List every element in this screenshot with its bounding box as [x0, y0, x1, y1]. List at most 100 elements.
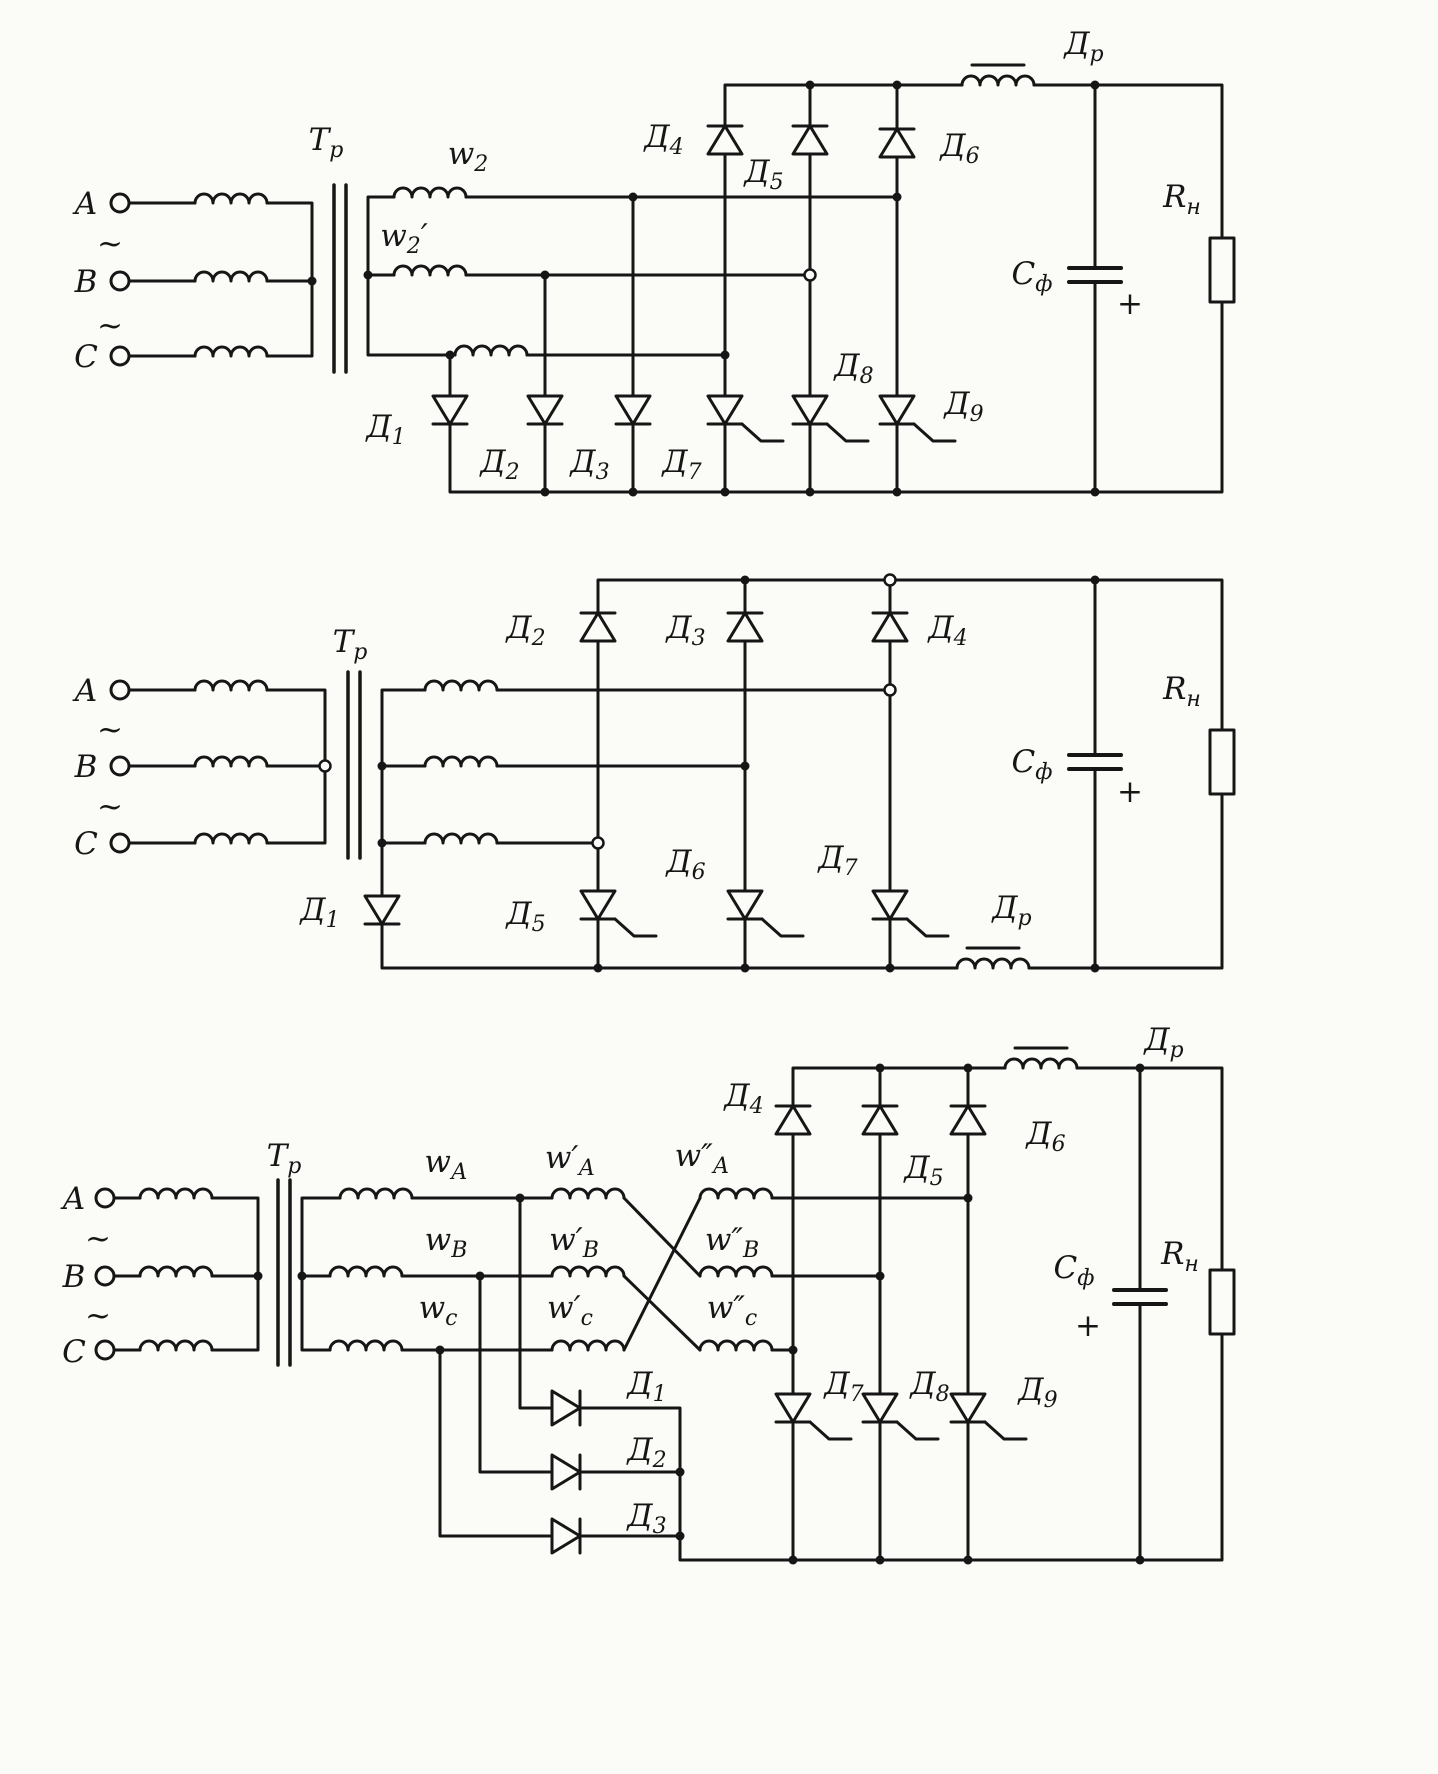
c1-terminal-a — [109, 192, 131, 214]
c2-thyristor-d6 — [726, 889, 805, 938]
c2-label-load: Rн — [1162, 671, 1201, 712]
c3-label-load: Rн — [1160, 1236, 1199, 1277]
c3-winding-wa-prime — [550, 1187, 626, 1200]
c2-terminal-c — [109, 832, 131, 854]
c2-label-phase-b: В — [74, 749, 98, 785]
c2-label-tilde-bc: ~ — [97, 789, 123, 825]
c1-label-w2-prime: w2′ — [380, 218, 428, 259]
c3-primary-coil-a — [138, 1187, 214, 1200]
c2-thyristor-d7 — [871, 889, 950, 938]
c3-diode-d6 — [949, 1104, 987, 1136]
c3-label-wa-prime: w′А — [545, 1140, 595, 1181]
c3-label-phase-c: С — [62, 1334, 86, 1370]
c1-terminal-b — [109, 270, 131, 292]
c2-primary-coil-c — [193, 832, 269, 845]
c3-winding-wa-doubleprime — [698, 1187, 774, 1200]
c2-label-tilde-ab: ~ — [97, 712, 123, 748]
c3-label-capacitor: Сф — [1054, 1250, 1095, 1291]
c3-label-transformer: Тр — [267, 1138, 302, 1179]
c3-wiring — [112, 1066, 1224, 1562]
circuit-2: Тр А В С ~ ~ Д2 Д3 Д4 Д1 Д5 Д6 Д7 Др Сф … — [72, 573, 1236, 973]
c3-label-phase-b: В — [62, 1259, 86, 1295]
c1-label-tilde-ab: ~ — [97, 226, 123, 262]
c2-secondary-coil-2 — [423, 755, 499, 768]
c3-filter-capacitor — [1112, 1288, 1168, 1306]
c3-label-wa: wА — [424, 1144, 467, 1185]
c3-thyristor-d9 — [949, 1392, 1028, 1441]
c2-secondary-coil-1 — [423, 679, 499, 692]
c1-primary-coil-c — [193, 345, 269, 358]
c2-choke — [955, 946, 1031, 970]
c2-label-plus: + — [1117, 774, 1143, 810]
c1-label-plus: + — [1117, 286, 1143, 322]
c1-label-d5: Д5 — [742, 154, 783, 195]
c1-label-d9: Д9 — [942, 386, 983, 427]
c3-diode-d2 — [550, 1453, 582, 1491]
c2-label-phase-a: А — [72, 673, 97, 709]
c1-label-d8: Д8 — [832, 348, 873, 389]
c3-diode-d1 — [550, 1389, 582, 1427]
c3-junction-dots — [253, 1063, 1145, 1565]
c1-label-phase-c: С — [74, 339, 98, 375]
c3-label-d4: Д4 — [722, 1078, 763, 1119]
c2-primary-coil-a — [193, 679, 269, 692]
c2-label-capacitor: Сф — [1012, 744, 1053, 785]
c1-open-nodes — [803, 268, 817, 282]
c2-open-nodes — [318, 573, 897, 850]
c3-primary-coil-b — [138, 1265, 214, 1278]
c3-primary-coil-c — [138, 1339, 214, 1352]
c1-junction-dots — [307, 80, 1100, 497]
c2-terminal-b — [109, 755, 131, 777]
c2-load-resistor — [1208, 728, 1236, 796]
c2-junction-dots — [377, 575, 1100, 973]
c3-transformer-core — [276, 1178, 292, 1367]
c2-diode-d1 — [363, 894, 401, 926]
c2-terminal-a — [109, 679, 131, 701]
c3-winding-wc-doubleprime — [698, 1339, 774, 1352]
c3-label-d6: Д6 — [1024, 1116, 1065, 1157]
c1-label-capacitor: Сф — [1012, 256, 1053, 297]
c2-diode-d2 — [579, 611, 617, 643]
c2-filter-capacitor — [1067, 753, 1123, 771]
c3-label-tilde-ab: ~ — [85, 1221, 111, 1257]
c3-label-d2: Д2 — [625, 1432, 666, 1473]
c1-label-tilde-bc: ~ — [97, 308, 123, 344]
c3-label-d7: Д7 — [822, 1366, 863, 1407]
c2-label-phase-c: С — [74, 826, 98, 862]
c3-winding-wa — [338, 1187, 414, 1200]
c1-load-resistor — [1208, 236, 1236, 304]
c3-label-d3: Д3 — [625, 1498, 666, 1539]
c1-label-load: Rн — [1162, 179, 1201, 220]
c3-terminal-a — [94, 1187, 116, 1209]
c3-winding-wb-prime — [550, 1265, 626, 1278]
c3-diode-d3 — [550, 1517, 582, 1555]
c1-label-d3: Д3 — [568, 444, 609, 485]
c2-diode-d3 — [726, 611, 764, 643]
c2-label-d2: Д2 — [504, 610, 545, 651]
c3-choke — [1003, 1046, 1079, 1070]
c2-primary-coil-b — [193, 755, 269, 768]
c1-thyristor-d7 — [706, 394, 785, 443]
circuit-3: Тр А В С ~ ~ wА w′А w″А wВ w′В w″В wс w′… — [60, 1022, 1236, 1565]
c1-label-d1: Д1 — [364, 409, 405, 450]
c1-filter-capacitor — [1067, 266, 1123, 284]
c2-secondary-coil-3 — [423, 832, 499, 845]
c1-diode-d2 — [526, 394, 564, 426]
c1-label-w2: w2 — [448, 136, 489, 177]
c3-winding-wb — [328, 1265, 404, 1278]
c1-label-d7: Д7 — [660, 444, 701, 485]
c1-choke — [960, 63, 1036, 87]
c3-label-d1: Д1 — [625, 1366, 666, 1407]
c3-label-d5: Д5 — [902, 1150, 943, 1191]
c1-primary-coil-b — [193, 270, 269, 283]
c3-label-plus: + — [1075, 1308, 1101, 1344]
c3-label-wc-prime: w′с — [547, 1290, 593, 1331]
c2-label-d6: Д6 — [664, 844, 705, 885]
c1-label-choke: Др — [1062, 26, 1103, 67]
c3-terminal-c — [94, 1339, 116, 1361]
c3-label-wc-doubleprime: w″с — [707, 1290, 757, 1331]
c3-label-choke: Др — [1142, 1022, 1183, 1063]
c1-label-d4: Д4 — [642, 119, 683, 160]
